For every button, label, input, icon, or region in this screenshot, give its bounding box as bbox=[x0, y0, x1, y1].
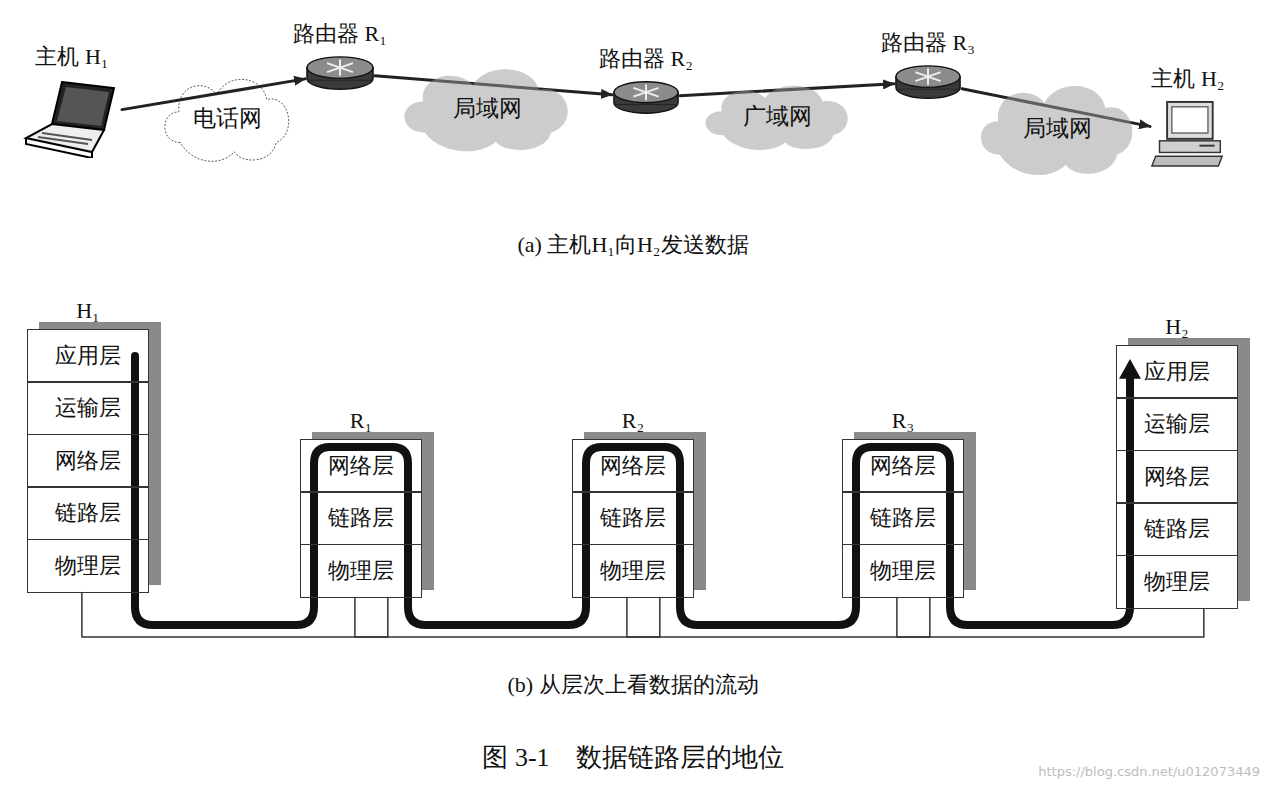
node-label: 网络层 bbox=[1144, 462, 1210, 492]
data-flow-connector bbox=[408, 598, 586, 626]
protocol-layer-box: 物理层 bbox=[1116, 555, 1238, 609]
node-label: 运输层 bbox=[55, 393, 121, 423]
protocol-layer-box: 链路层 bbox=[572, 491, 694, 545]
protocol-layer-box: 链路层 bbox=[842, 491, 964, 545]
node-label: 物理层 bbox=[328, 556, 394, 586]
node-label: 物理层 bbox=[870, 556, 936, 586]
protocol-layer-box: 应用层 bbox=[27, 329, 149, 383]
watermark: https://blog.csdn.net/u012073449 bbox=[1038, 764, 1260, 779]
lan-cloud: 局域网 bbox=[398, 62, 576, 154]
node-label: 应用层 bbox=[55, 341, 121, 371]
lan-cloud: 局域网 bbox=[975, 78, 1140, 178]
node-heading: 路由器 R₁ bbox=[293, 19, 387, 49]
node-label: 物理层 bbox=[600, 556, 666, 586]
node-label: 应用层 bbox=[1144, 357, 1210, 387]
protocol-layer-box: 链路层 bbox=[1116, 502, 1238, 556]
data-flow-path bbox=[856, 447, 950, 598]
panel-caption: (b) 从层次上看数据的流动 bbox=[507, 670, 758, 700]
protocol-layer-box: 物理层 bbox=[300, 544, 422, 598]
protocol-layer-box: 链路层 bbox=[300, 491, 422, 545]
protocol-layer-box: 运输层 bbox=[1116, 397, 1238, 451]
node-label: 网络层 bbox=[600, 451, 666, 481]
protocol-stack: R₁网络层链路层物理层 bbox=[300, 440, 422, 598]
desktop-host: 主机 H₂ bbox=[1150, 100, 1226, 168]
protocol-layer-box: 网络层 bbox=[300, 439, 422, 493]
physical-link bbox=[897, 598, 1204, 638]
protocol-layer-box: 链路层 bbox=[27, 486, 149, 540]
protocol-layer-box: 物理层 bbox=[27, 539, 149, 593]
protocol-layer-box: 物理层 bbox=[572, 544, 694, 598]
node-label: 局域网 bbox=[1023, 113, 1092, 144]
node-label: 电话网 bbox=[193, 103, 262, 134]
protocol-layer-box: 运输层 bbox=[27, 381, 149, 435]
node-label: 运输层 bbox=[1144, 409, 1210, 439]
router: 路由器 R₁ bbox=[305, 55, 375, 91]
data-flow-path bbox=[82, 356, 1204, 637]
node-heading: R₂ bbox=[622, 408, 644, 434]
data-flow-path bbox=[586, 447, 680, 598]
node-heading: 主机 H₂ bbox=[1151, 64, 1224, 94]
data-flow-connector bbox=[680, 598, 856, 626]
node-heading: H₁ bbox=[76, 298, 100, 324]
node-label: 局域网 bbox=[453, 93, 522, 124]
protocol-layer-box: 物理层 bbox=[842, 544, 964, 598]
node-label: 链路层 bbox=[1144, 514, 1210, 544]
protocol-stack: R₃网络层链路层物理层 bbox=[842, 440, 964, 598]
edge-group bbox=[122, 76, 1150, 625]
wan-cloud: 广域网 bbox=[700, 80, 855, 152]
node-heading: R₃ bbox=[892, 408, 914, 434]
protocol-layer-box: 应用层 bbox=[1116, 345, 1238, 399]
node-heading: R₁ bbox=[350, 408, 372, 434]
protocol-layer-box: 网络层 bbox=[1116, 450, 1238, 504]
protocol-stack: H₂应用层运输层网络层链路层物理层 bbox=[1116, 346, 1238, 609]
data-flow-connector bbox=[135, 593, 314, 626]
node-heading: 主机 H₁ bbox=[35, 42, 108, 72]
protocol-layer-box: 网络层 bbox=[27, 434, 149, 488]
physical-link bbox=[82, 593, 388, 638]
protocol-layer-box: 网络层 bbox=[572, 439, 694, 493]
node-label: 广域网 bbox=[743, 101, 812, 132]
node-label: 网络层 bbox=[328, 451, 394, 481]
protocol-stack: H₁应用层运输层网络层链路层物理层 bbox=[27, 330, 149, 593]
node-label: 链路层 bbox=[328, 503, 394, 533]
node-label: 链路层 bbox=[55, 498, 121, 528]
node-label: 链路层 bbox=[870, 503, 936, 533]
node-heading: 路由器 R₃ bbox=[881, 28, 975, 58]
data-flow-path bbox=[1126, 370, 1134, 609]
node-label: 网络层 bbox=[55, 446, 121, 476]
node-label: 物理层 bbox=[55, 551, 121, 581]
panel-caption: (a) 主机H₁向H₂发送数据 bbox=[517, 230, 748, 260]
node-heading: 路由器 R₂ bbox=[599, 44, 693, 74]
node-label: 物理层 bbox=[1144, 567, 1210, 597]
data-flow-path bbox=[314, 447, 408, 598]
node-label: 网络层 bbox=[870, 451, 936, 481]
router: 路由器 R₃ bbox=[894, 64, 962, 100]
data-flow-path bbox=[131, 356, 139, 593]
telephone-network-cloud: 电话网 bbox=[160, 72, 295, 164]
protocol-layer-box: 网络层 bbox=[842, 439, 964, 493]
node-label: 链路层 bbox=[600, 503, 666, 533]
protocol-stack: R₂网络层链路层物理层 bbox=[572, 440, 694, 598]
laptop-host: 主机 H₁ bbox=[22, 78, 122, 158]
router: 路由器 R₂ bbox=[612, 80, 680, 115]
figure-caption: 图 3-1 数据链路层的地位 bbox=[482, 740, 783, 775]
physical-link bbox=[627, 598, 930, 638]
data-flow-connector bbox=[950, 598, 1130, 626]
node-heading: H₂ bbox=[1165, 314, 1189, 340]
physical-link bbox=[355, 598, 660, 638]
